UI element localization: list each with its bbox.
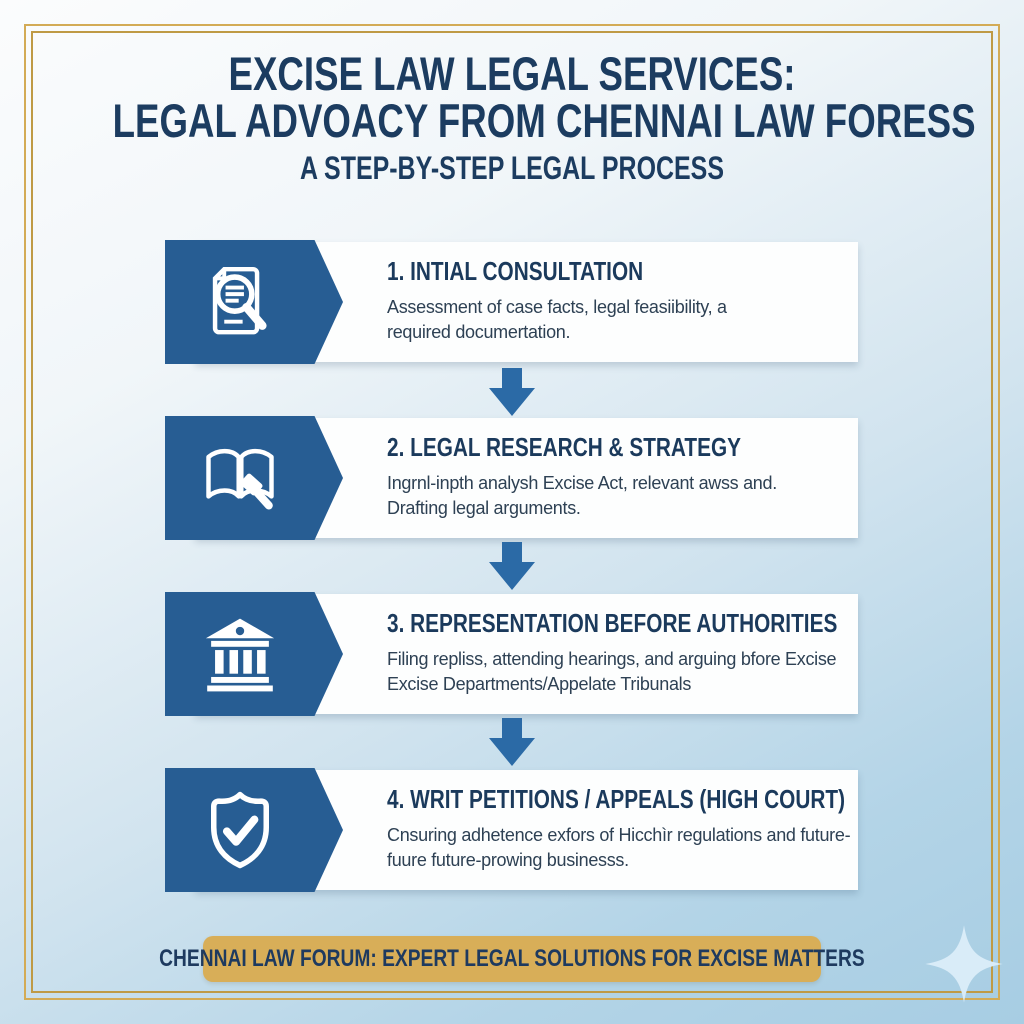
step-description-line: Ingrnl-inpth analysh Excise Act, relevan… [387, 472, 777, 493]
courthouse-icon [205, 618, 275, 692]
step-title: 2. LEGAL RESEARCH & STRATEGY [387, 432, 742, 463]
shield-check-icon [210, 791, 270, 869]
step-description-line: Filing repliss, attending hearings, and … [387, 648, 837, 669]
step-description-line: Excise Departments/Appelate Tribunals [387, 674, 692, 695]
title-subtitle: A STEP-BY-STEP LEGAL PROCESS [300, 150, 724, 186]
step-description: Filing repliss, attending hearings, and … [387, 647, 848, 698]
title-line-1: EXCISE LAW LEGAL SERVICES: [228, 47, 796, 100]
step-description-line: Cnsuring adhetence exfors of Hicchìr reg… [387, 824, 851, 845]
title-line-2: LEGAL ADVOACY FROM CHENNAI LAW FORESS [112, 94, 976, 147]
step-icon-badge [165, 416, 343, 540]
step-title: 4. WRIT PETITIONS / APPEALS (HIGH COURT) [387, 784, 845, 815]
footer-banner-text: CHENNAI LAW FORUM: EXPERT LEGAL SOLUTION… [159, 945, 865, 972]
step-icon-badge [165, 768, 343, 892]
step-icon-badge [165, 592, 343, 716]
step-row: 1. INTIAL CONSULTATION Assessment of cas… [165, 240, 858, 364]
step-title: 3. REPRESENTATION BEFORE AUTHORITIES [387, 608, 838, 639]
book-gavel-icon [206, 448, 274, 510]
down-arrow-icon [489, 718, 535, 766]
sparkle-icon [922, 922, 1006, 1006]
step-description-line: fuure future-prowing businesss. [387, 850, 629, 871]
step-description-line: required documertation. [387, 322, 571, 343]
down-arrow-icon [489, 542, 535, 590]
step-description: Assessment of case facts, legal feasiibi… [387, 295, 848, 346]
step-description-line: Drafting legal arguments. [387, 498, 581, 519]
step-icon-badge [165, 240, 343, 364]
step-title: 1. INTIAL CONSULTATION [387, 256, 644, 287]
step-description: Ingrnl-inpth analysh Excise Act, relevan… [387, 471, 848, 522]
document-magnifier-icon [212, 266, 267, 335]
step-row: 2. LEGAL RESEARCH & STRATEGY Ingrnl-inpt… [165, 416, 858, 540]
step-description: Cnsuring adhetence exfors of Hicchìr reg… [387, 823, 851, 874]
page-title: EXCISE LAW LEGAL SERVICES: LEGAL ADVOACY… [0, 50, 1024, 187]
step-row: 4. WRIT PETITIONS / APPEALS (HIGH COURT)… [165, 768, 858, 892]
footer-banner: CHENNAI LAW FORUM: EXPERT LEGAL SOLUTION… [159, 936, 865, 982]
step-description-line: Assessment of case facts, legal feasiibi… [387, 296, 727, 317]
down-arrow-icon [489, 368, 535, 416]
step-row: 3. REPRESENTATION BEFORE AUTHORITIES Fil… [165, 592, 858, 716]
